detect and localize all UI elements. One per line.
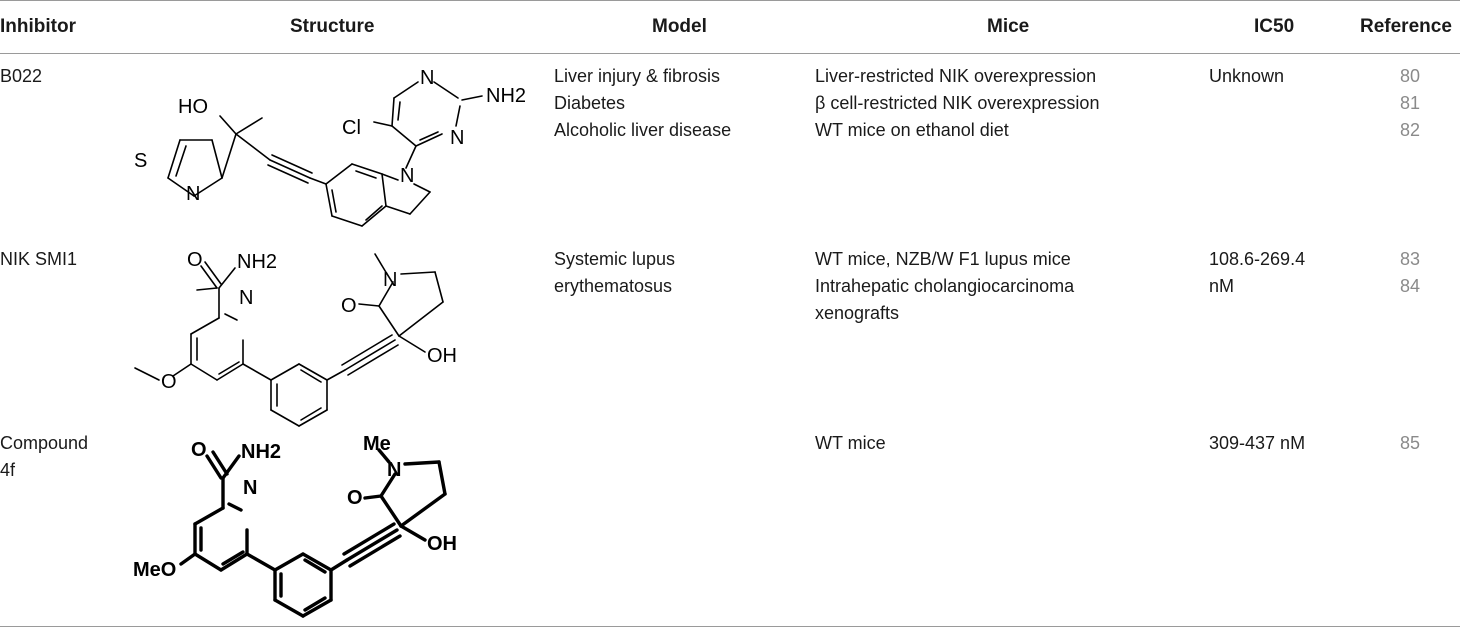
row2-mice: WT mice, NZB/W F1 lupus mice Intrahepati…: [815, 249, 1075, 323]
svg-text:O: O: [161, 371, 177, 393]
row3-mice: WT mice: [815, 433, 886, 453]
svg-text:O: O: [191, 439, 207, 461]
svg-text:N: N: [387, 459, 401, 481]
row3-ic50: 309-437 nM: [1209, 433, 1306, 453]
header-reference: Reference: [1360, 16, 1452, 37]
svg-text:NH2: NH2: [237, 251, 277, 273]
table-bottom-rule: [0, 626, 1460, 627]
svg-text:OH: OH: [427, 533, 457, 555]
row2-model: Systemic lupus erythematosus: [554, 249, 676, 296]
svg-text:Me: Me: [363, 433, 391, 455]
svg-text:N: N: [243, 477, 257, 499]
svg-text:Cl: Cl: [342, 117, 361, 139]
row1-references: 80 81 82: [1399, 66, 1420, 140]
compound-4f-structure: O NH2 N MeO Me N O OH: [133, 433, 457, 618]
header-mice: Mice: [987, 16, 1030, 37]
row1-mice: Liver-restricted NIK overexpression β ce…: [815, 66, 1100, 140]
svg-text:N: N: [450, 127, 464, 149]
table-header-rule: [0, 53, 1460, 54]
header-model: Model: [652, 16, 707, 37]
svg-text:MeO: MeO: [133, 559, 176, 581]
svg-text:N: N: [383, 269, 397, 291]
svg-text:OH: OH: [427, 345, 457, 367]
row1-inhibitor: B022: [0, 66, 43, 86]
row3-inhibitor: Compound 4f: [0, 433, 89, 480]
header-ic50: IC50: [1254, 16, 1295, 37]
svg-text:N: N: [400, 165, 414, 187]
svg-text:S: S: [134, 150, 147, 172]
svg-text:O: O: [341, 295, 357, 317]
row2-inhibitor: NIK SMI1: [0, 249, 78, 269]
header-structure: Structure: [290, 16, 375, 37]
row1-ic50: Unknown: [1209, 66, 1285, 86]
table-top-rule: [0, 0, 1460, 1]
row2-references: 83 84: [1399, 249, 1420, 296]
row3-references: 85: [1399, 433, 1420, 453]
svg-text:N: N: [239, 287, 253, 309]
svg-text:N: N: [186, 183, 200, 205]
svg-text:NH2: NH2: [241, 441, 281, 463]
nik-smi1-structure: O NH2 N O N O OH: [134, 249, 457, 427]
svg-text:NH2: NH2: [486, 85, 526, 107]
svg-text:O: O: [187, 249, 203, 271]
svg-text:N: N: [420, 67, 434, 89]
b022-structure: HO S N Cl N N NH2 N: [134, 67, 526, 227]
svg-text:HO: HO: [178, 96, 208, 118]
header-inhibitor: Inhibitor: [0, 16, 76, 37]
row1-model: Liver injury & fibrosis Diabetes Alcohol…: [554, 66, 732, 140]
svg-text:O: O: [347, 487, 363, 509]
row2-ic50: 108.6-269.4 nM: [1209, 249, 1306, 296]
